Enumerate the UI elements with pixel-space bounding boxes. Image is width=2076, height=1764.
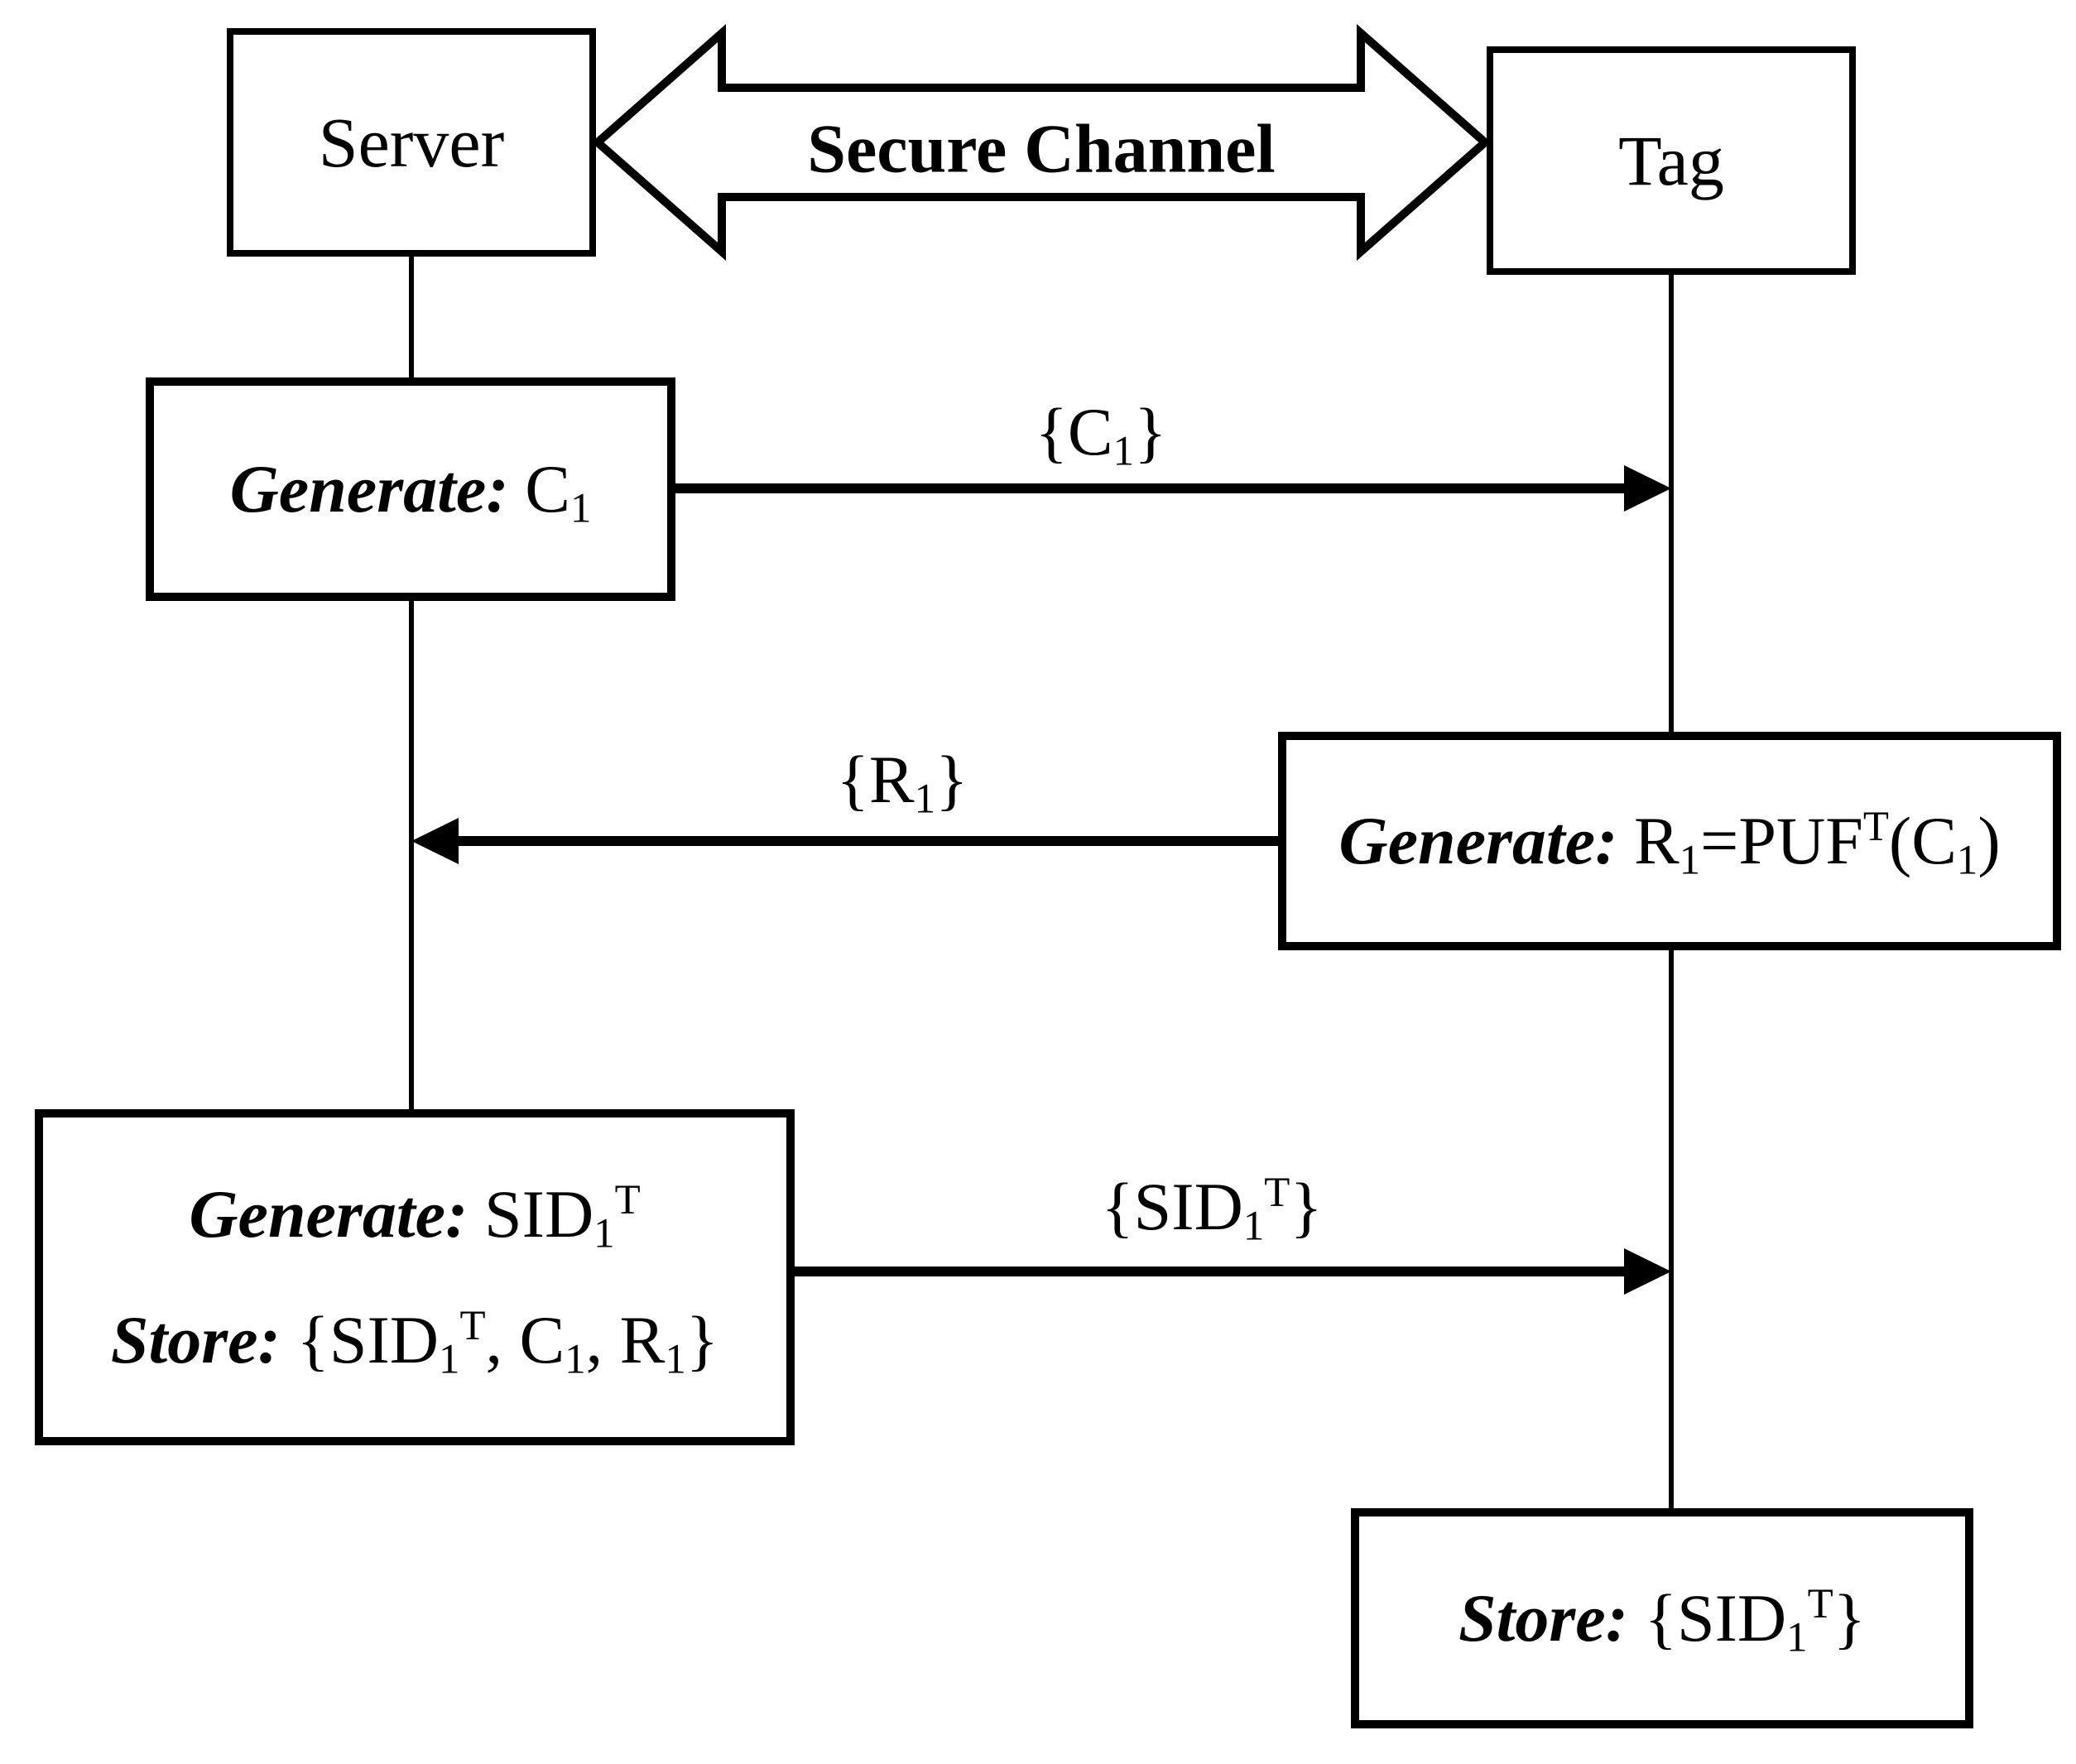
generate-c1-keyword: Generate: — [229, 451, 509, 526]
store-sid-keyword: Store: — [1458, 1580, 1628, 1656]
generate-c1-line: Generate: C1 — [229, 450, 592, 531]
generate-r1-value: R1=PUFT(C1) — [1634, 803, 2001, 883]
message-label-sid: {SID1T} — [1101, 1169, 1323, 1249]
tag-entity-label: Tag — [1618, 121, 1724, 200]
generate-c1-box: Generate: C1 — [146, 377, 675, 601]
store-sid-line: Store: {SID1T} — [1458, 1579, 1866, 1661]
tag-entity-box: Tag — [1487, 46, 1856, 275]
message-label-r1: {R1} — [836, 742, 968, 822]
server-entity-box: Server — [227, 28, 596, 257]
generate-store-sid-box: Generate: SID1T Store: {SID1T, C1, R1} — [35, 1109, 795, 1445]
store-sid-box: Store: {SID1T} — [1351, 1508, 1973, 1728]
message-arrow-r1-head — [411, 818, 459, 864]
store-sid-value: {SID1T} — [1644, 1580, 1866, 1661]
secure-channel-double-arrow-shape — [591, 23, 1492, 262]
store-tuple-value: {SID1T, C1, R1} — [296, 1302, 719, 1382]
message-arrow-sid-head — [1624, 1248, 1671, 1295]
generate-sid-line: Generate: SID1T — [189, 1175, 641, 1257]
secure-channel-label: Secure Channel — [807, 110, 1276, 188]
generate-r1-line: Generate: R1=PUFT(C1) — [1338, 802, 2001, 883]
generate-sid-keyword: Generate: — [189, 1176, 469, 1252]
message-arrow-c1-head — [1624, 465, 1671, 512]
generate-c1-value: C1 — [525, 451, 592, 531]
store-tuple-line: Store: {SID1T, C1, R1} — [110, 1301, 719, 1382]
store-tuple-keyword: Store: — [110, 1302, 281, 1377]
generate-r1-box: Generate: R1=PUFT(C1) — [1278, 732, 2061, 950]
message-label-c1: {C1} — [1035, 394, 1167, 474]
generate-r1-keyword: Generate: — [1338, 803, 1618, 878]
generate-sid-value: SID1T — [484, 1176, 641, 1257]
server-entity-label: Server — [318, 103, 505, 182]
